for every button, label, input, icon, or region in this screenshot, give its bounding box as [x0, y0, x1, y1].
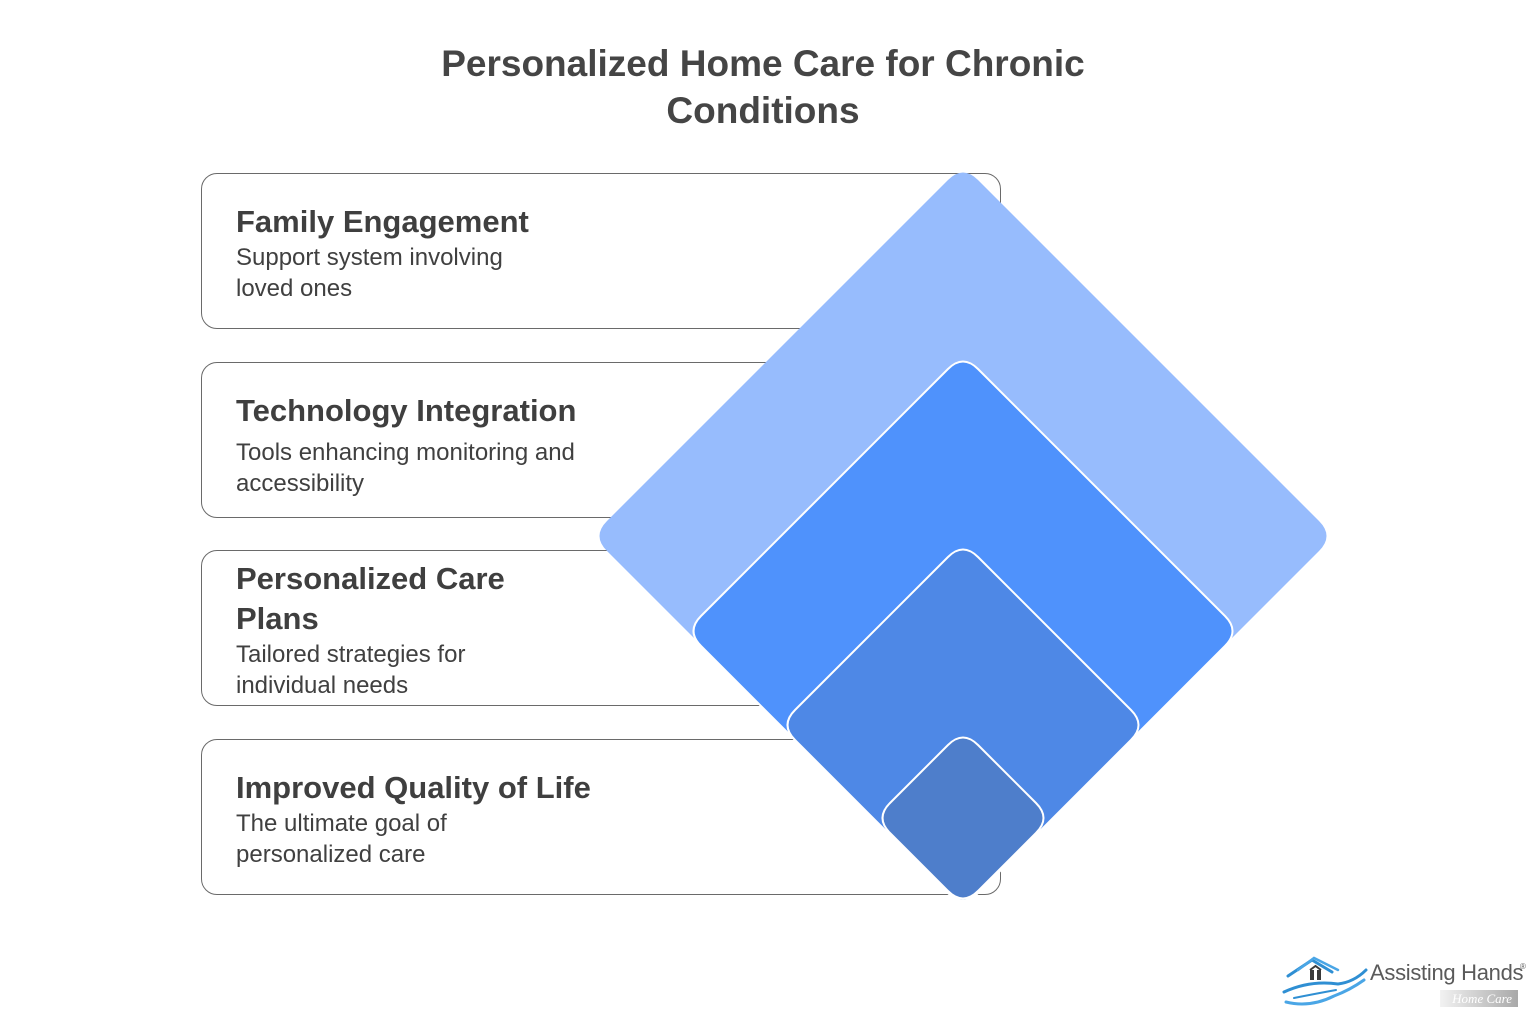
card-technology-integration: Technology Integration Tools enhancing m…: [201, 362, 1001, 518]
assisting-hands-logo: Assisting Hands ® Home Care: [1280, 950, 1530, 1016]
logo-subtitle: Home Care: [1440, 990, 1518, 1007]
card-description: Support system involving loved ones: [236, 244, 503, 302]
card-personalized-care-plans: Personalized Care Plans Tailored strateg…: [201, 550, 1001, 706]
diagram-title: Personalized Home Care for Chronic Condi…: [441, 43, 1085, 131]
card-description: Tailored strategies for individual needs: [236, 641, 466, 699]
card-title: Family Engagement: [236, 204, 529, 239]
card-title: Personalized Care Plans: [236, 561, 505, 636]
card-improved-quality-of-life: Improved Quality of Life The ultimate go…: [201, 739, 1001, 895]
logo-registered-mark: ®: [1520, 962, 1526, 971]
house-in-hands-icon: [1282, 956, 1368, 1006]
card-family-engagement: Family Engagement Support system involvi…: [201, 173, 1001, 329]
logo-name: Assisting Hands: [1370, 960, 1524, 985]
card-description: The ultimate goal of personalized care: [236, 810, 447, 868]
card-description: Tools enhancing monitoring and accessibi…: [236, 439, 575, 497]
card-title: Technology Integration: [236, 393, 577, 428]
card-title: Improved Quality of Life: [236, 770, 591, 805]
